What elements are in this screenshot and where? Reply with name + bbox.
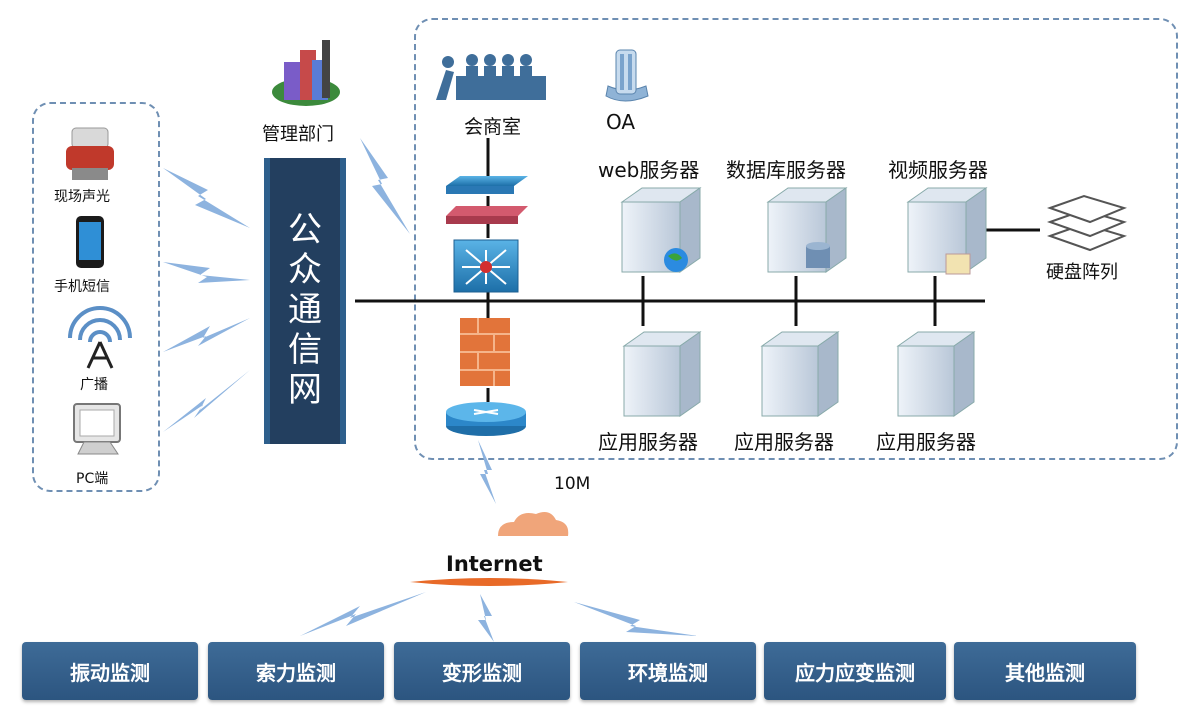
- label-broadcast: 广播: [80, 377, 108, 393]
- oa-icon: [605, 49, 649, 102]
- monitor-vibration-button[interactable]: 振动监测: [22, 642, 198, 700]
- label-phone-sms: 手机短信: [54, 279, 110, 295]
- switch-icon: [446, 176, 528, 194]
- label-meeting-room: 会商室: [464, 116, 522, 138]
- firewall-icon: [460, 318, 510, 386]
- monitor-cable-force-button[interactable]: 索力监测: [208, 642, 384, 700]
- label-pc: PC端: [76, 471, 109, 487]
- public-network-label: 公 众 通 信 网: [288, 210, 322, 410]
- label-app-server-2: 应用服务器: [734, 430, 834, 454]
- video-server-icon: [906, 187, 988, 275]
- monitor-other-button[interactable]: 其他监测: [954, 642, 1136, 700]
- monitor-stress-strain-button[interactable]: 应力应变监测: [764, 642, 946, 700]
- label-management: 管理部门: [262, 124, 334, 145]
- label-internet: Internet: [446, 552, 543, 576]
- monitor-deformation-button[interactable]: 变形监测: [394, 642, 570, 700]
- phone-icon: [76, 216, 104, 268]
- app-server-icon-2: [760, 331, 840, 417]
- label-web-server: web服务器: [598, 158, 700, 182]
- monitor-environment-button[interactable]: 环境监测: [580, 642, 756, 700]
- pc-monitor-icon: [73, 403, 121, 455]
- meeting-room-icon: [436, 54, 546, 100]
- label-disk-array: 硬盘阵列: [1046, 262, 1118, 283]
- building-icon: [272, 40, 340, 106]
- label-database-server: 数据库服务器: [726, 158, 846, 182]
- label-oa: OA: [606, 110, 636, 134]
- label-bandwidth: 10M: [554, 474, 591, 494]
- router-icon: [446, 402, 526, 436]
- core-switch-icon: [453, 239, 519, 293]
- router-red-icon: [446, 206, 528, 224]
- server-room-box: [414, 18, 1178, 460]
- app-server-icon-1: [622, 331, 702, 417]
- device-group-box: [32, 102, 160, 492]
- label-app-server-3: 应用服务器: [876, 430, 976, 454]
- wireless-bolts: [163, 138, 698, 642]
- app-server-icon-3: [896, 331, 976, 417]
- label-sound-light: 现场声光: [54, 189, 110, 205]
- database-server-icon: [766, 187, 848, 273]
- public-network-bar: 公 众 通 信 网: [264, 158, 346, 444]
- alarm-light-icon: [66, 127, 114, 180]
- label-app-server-1: 应用服务器: [598, 430, 698, 454]
- cloud-icon: [410, 512, 569, 586]
- web-server-icon: [620, 187, 702, 273]
- disk-array-icon: [1046, 194, 1127, 252]
- broadcast-icon: [68, 306, 132, 369]
- label-video-server: 视频服务器: [888, 158, 988, 182]
